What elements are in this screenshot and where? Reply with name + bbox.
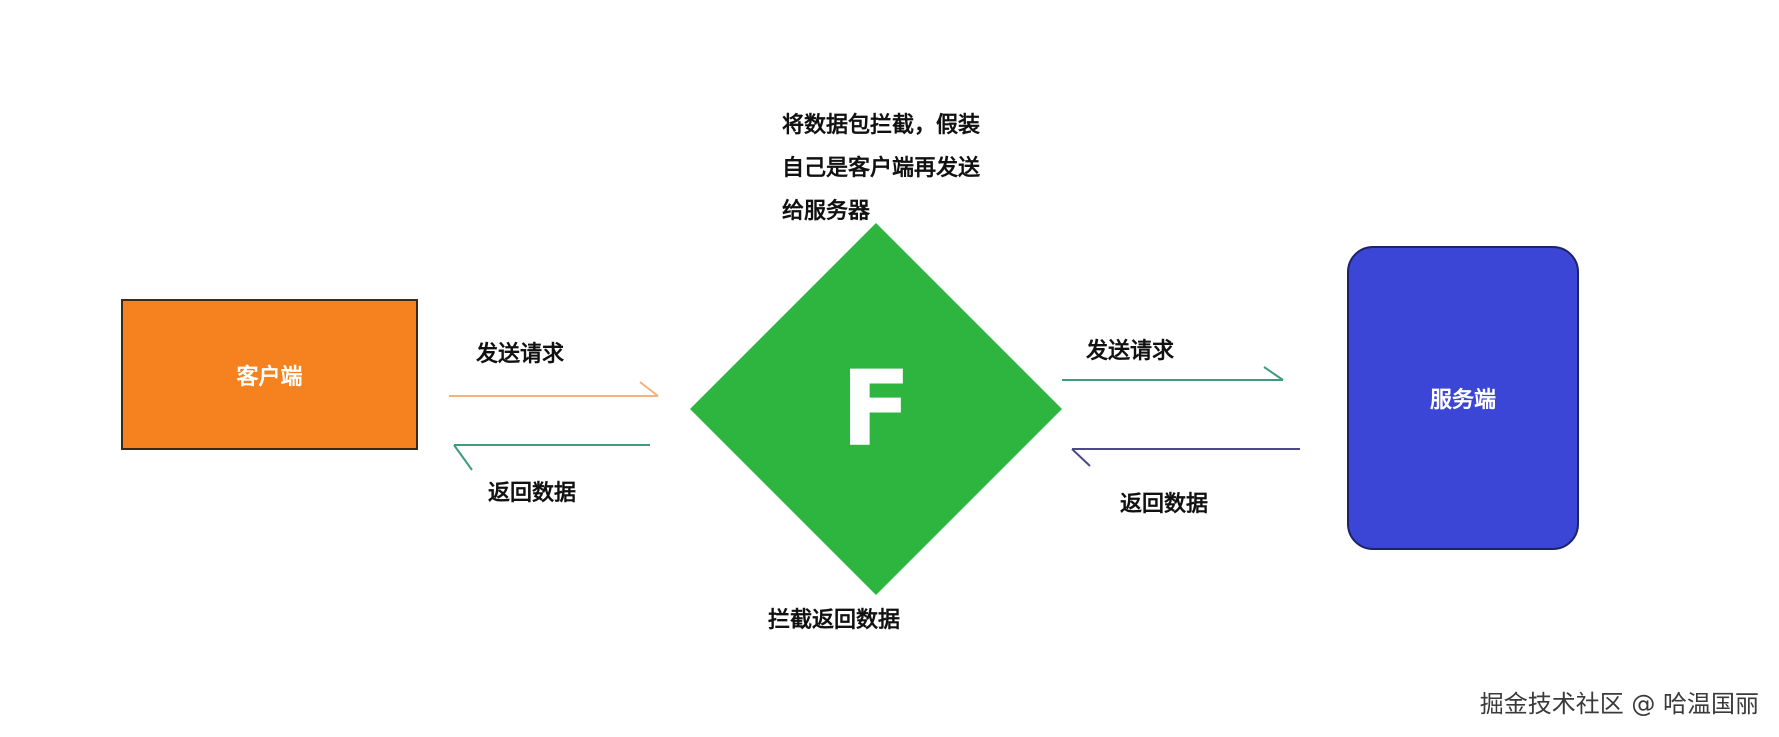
edge-label-client-response: 返回数据 (488, 481, 577, 506)
edge-label-client-request: 发送请求 (476, 342, 565, 367)
proxy-note-line: 给服务器 (782, 199, 871, 224)
proxy-diamond-shape (690, 223, 1062, 595)
arrow-client-to-proxy (449, 381, 659, 397)
arrow-server-to-proxy (1071, 448, 1300, 467)
proxy-note-line: 将数据包拦截，假装 (782, 113, 981, 138)
proxy-note: 将数据包拦截，假装 自己是客户端再发送 给服务器 (782, 104, 1022, 233)
server-label: 服务端 (1429, 388, 1496, 413)
client-label: 客户端 (236, 364, 303, 390)
server-node: 服务端 (1347, 246, 1579, 550)
proxy-label: F (840, 348, 912, 470)
arrow-proxy-to-client (453, 444, 650, 471)
proxy-bottom-label: 拦截返回数据 (768, 608, 901, 633)
edge-label-server-response: 返回数据 (1120, 492, 1209, 517)
edge-label-server-request: 发送请求 (1086, 339, 1175, 364)
proxy-note-line: 自己是客户端再发送 (782, 156, 981, 181)
watermark: 掘金技术社区 @ 哈温国丽 (1479, 690, 1759, 718)
client-node: 客户端 (121, 299, 418, 450)
arrow-proxy-to-server (1062, 366, 1284, 381)
